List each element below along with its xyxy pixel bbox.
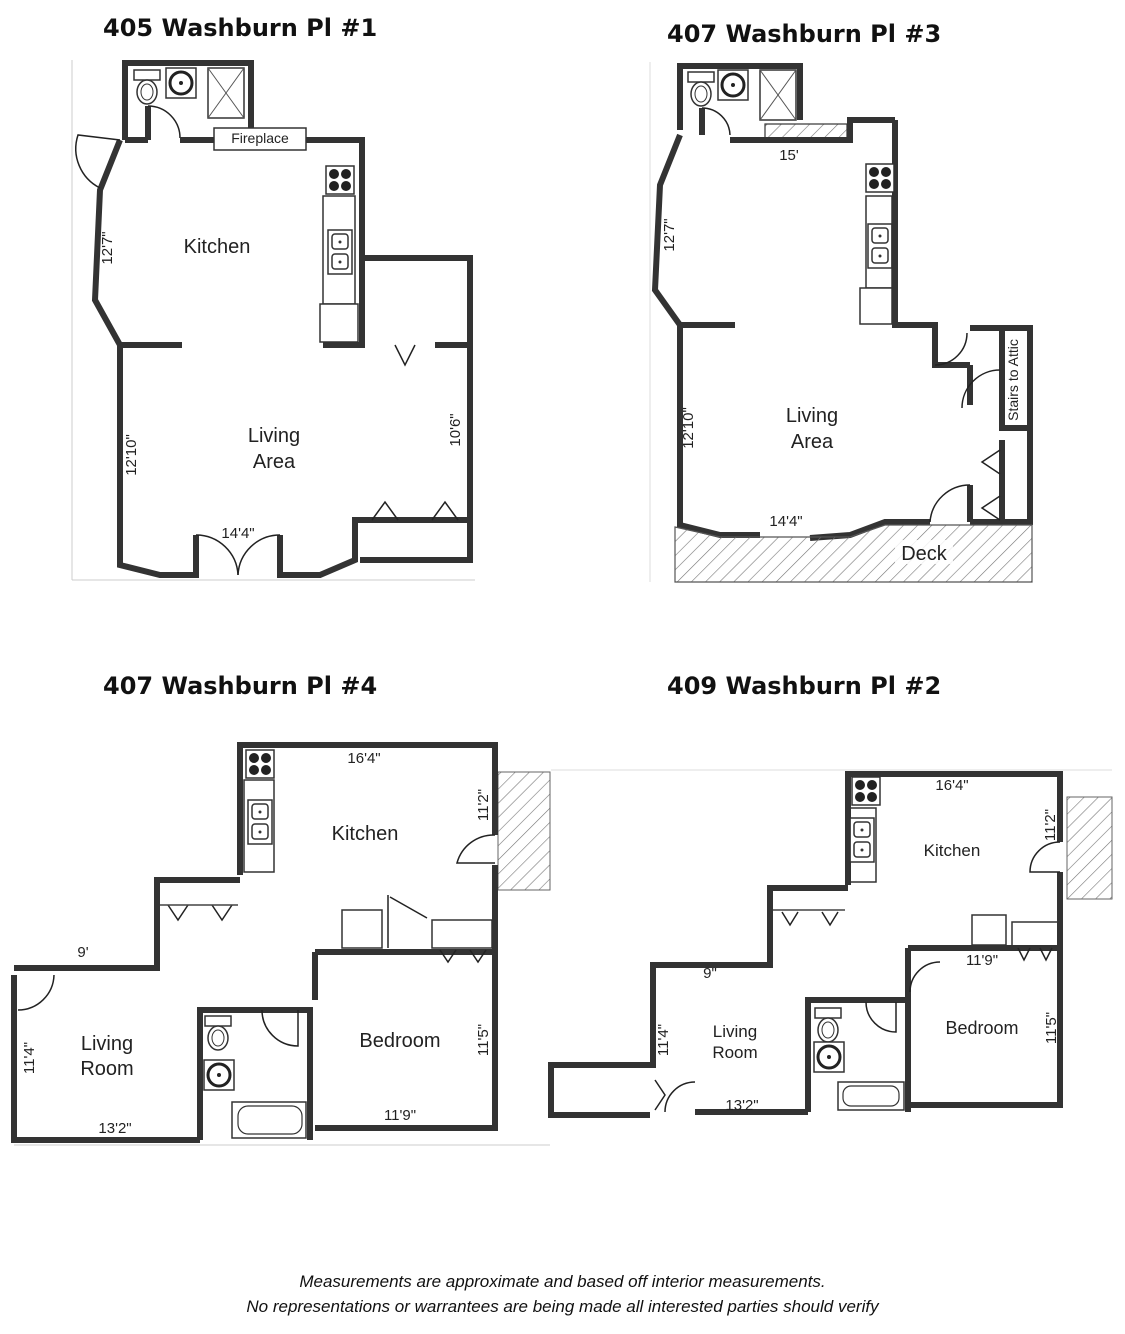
plan-407-3: 15' 12'7" Stairs to Attic Living Area 12… bbox=[649, 62, 1033, 583]
stairs-label: Stairs to Attic bbox=[1005, 339, 1021, 421]
room-living: Living bbox=[786, 405, 838, 427]
dim-living-width: 14'4" bbox=[769, 513, 802, 530]
room-room: Room bbox=[80, 1058, 133, 1080]
dim-bedroom-width: 11'9" bbox=[384, 1107, 416, 1124]
dim-living-width: 14'4" bbox=[221, 525, 254, 542]
dim-kitchen-height: 11'2" bbox=[1042, 809, 1059, 841]
disclaimer-line-1: Measurements are approximate and based o… bbox=[299, 1272, 826, 1291]
fireplace-label: Fireplace bbox=[231, 130, 289, 146]
plan-405-1: Fireplace Kitchen 12'7" Living Area 12'1… bbox=[71, 60, 475, 581]
dim-bedroom-height: 11'5" bbox=[1043, 1012, 1060, 1044]
dim-kitchen-height: 12'7" bbox=[661, 218, 678, 251]
room-kitchen: Kitchen bbox=[924, 841, 981, 860]
dim-living-width: 13'2" bbox=[98, 1120, 131, 1137]
plan-title-407-4: 407 Washburn Pl #4 bbox=[103, 672, 378, 700]
dim-kitchen-width: 16'4" bbox=[347, 750, 380, 767]
dim-bedroom-height: 11'5" bbox=[475, 1024, 492, 1056]
room-living: Living bbox=[81, 1033, 133, 1055]
plan-title-409-2: 409 Washburn Pl #2 bbox=[667, 672, 942, 700]
plan-title-407-3: 407 Washburn Pl #3 bbox=[667, 20, 942, 48]
dim-stair-width: 9" bbox=[703, 965, 717, 982]
dim-bedroom-width: 11'9" bbox=[966, 952, 998, 969]
dim-living-width: 13'2" bbox=[725, 1097, 758, 1114]
room-area: Area bbox=[791, 431, 834, 453]
dim-kitchen-height: 12'7" bbox=[99, 231, 116, 264]
room-living: Living bbox=[248, 425, 300, 447]
dim-living-height: 11'4" bbox=[655, 1024, 672, 1056]
dim-stair-width: 9' bbox=[77, 944, 88, 961]
plan-407-4: 16'4" 11'2" Kitchen Bedroom 11'5" 11'9" … bbox=[11, 742, 551, 1146]
room-living: Living bbox=[713, 1022, 757, 1041]
disclaimer-line-2: No representations or warrantees are bei… bbox=[246, 1297, 879, 1316]
room-room: Room bbox=[712, 1043, 757, 1062]
plan-title-405-1: 405 Washburn Pl #1 bbox=[103, 14, 378, 42]
dim-kitchen-width: 15' bbox=[779, 147, 799, 164]
dim-kitchen-width: 16'4" bbox=[935, 777, 968, 794]
room-bedroom: Bedroom bbox=[945, 1018, 1018, 1038]
plan-409-2: 16'4" 11'2" Kitchen 9" 11'9" Bedroom 11'… bbox=[548, 769, 1113, 1118]
deck-label: Deck bbox=[901, 543, 948, 565]
dim-living-height: 12'10" bbox=[680, 407, 697, 449]
dim-living-height: 11'4" bbox=[21, 1042, 38, 1074]
room-area: Area bbox=[253, 451, 296, 473]
room-kitchen: Kitchen bbox=[332, 823, 399, 845]
dim-kitchen-height: 11'2" bbox=[475, 789, 492, 821]
room-bedroom: Bedroom bbox=[359, 1030, 440, 1052]
dim-living-height: 12'10" bbox=[123, 434, 140, 476]
room-kitchen: Kitchen bbox=[184, 236, 251, 258]
dim-living-right: 10'6" bbox=[447, 413, 464, 446]
deck bbox=[674, 524, 1033, 583]
